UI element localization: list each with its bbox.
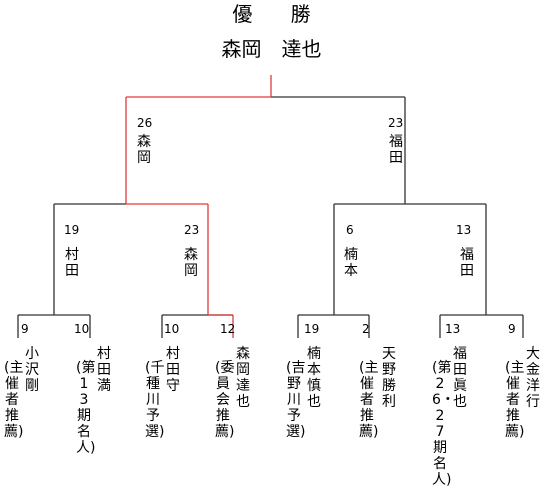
semi-name-3: 楠本 (344, 247, 358, 279)
player-score-7: 13 (445, 322, 461, 336)
player-note-1: (主催者推薦) (4, 360, 24, 440)
semi-name-4: 福田 (460, 247, 474, 279)
semi-name-1: 村田 (65, 247, 79, 279)
player-score-2: 10 (74, 322, 90, 336)
player-note-7: (第26・27期名人) (432, 360, 455, 488)
player-note-6: (主催者推薦) (359, 360, 379, 440)
player-note-8: (主催者推薦) (505, 360, 525, 440)
player-score-4: 12 (220, 322, 236, 336)
final-name-left: 森岡 (137, 134, 151, 166)
final-score-left: 26 (137, 116, 153, 130)
player-name-6: 天野 勝利 (382, 346, 410, 410)
player-note-3: (千種川予選) (145, 360, 165, 440)
semi-score-2: 23 (184, 223, 200, 237)
player-name-8: 大金 洋行 (526, 346, 543, 410)
final-score-right: 23 (388, 116, 404, 130)
player-name-3: 村田 守 (166, 346, 194, 394)
player-note-5: (吉野川予選) (286, 360, 306, 440)
player-name-5: 楠本 慎也 (307, 346, 335, 410)
player-score-1: 9 (21, 322, 29, 336)
player-name-4: 森岡 達也 (236, 346, 264, 410)
player-name-2: 村田 満 (97, 346, 125, 394)
player-score-3: 10 (164, 322, 180, 336)
semi-score-4: 13 (456, 223, 472, 237)
player-note-4: (委員会推薦) (215, 360, 235, 440)
player-score-8: 9 (508, 322, 516, 336)
semi-name-2: 森岡 (184, 247, 198, 279)
player-name-1: 小沢 剛 (25, 346, 53, 394)
champion-name: 森岡 達也 (221, 37, 322, 61)
semi-score-3: 6 (346, 223, 354, 237)
player-score-5: 19 (304, 322, 320, 336)
final-name-right: 福田 (389, 134, 403, 166)
champion-label: 優 勝 (232, 2, 327, 26)
player-note-2: (第13期名人) (76, 360, 96, 456)
player-name-7: 福田 眞也 (453, 346, 481, 410)
player-score-6: 2 (362, 322, 370, 336)
semi-score-1: 19 (64, 223, 80, 237)
